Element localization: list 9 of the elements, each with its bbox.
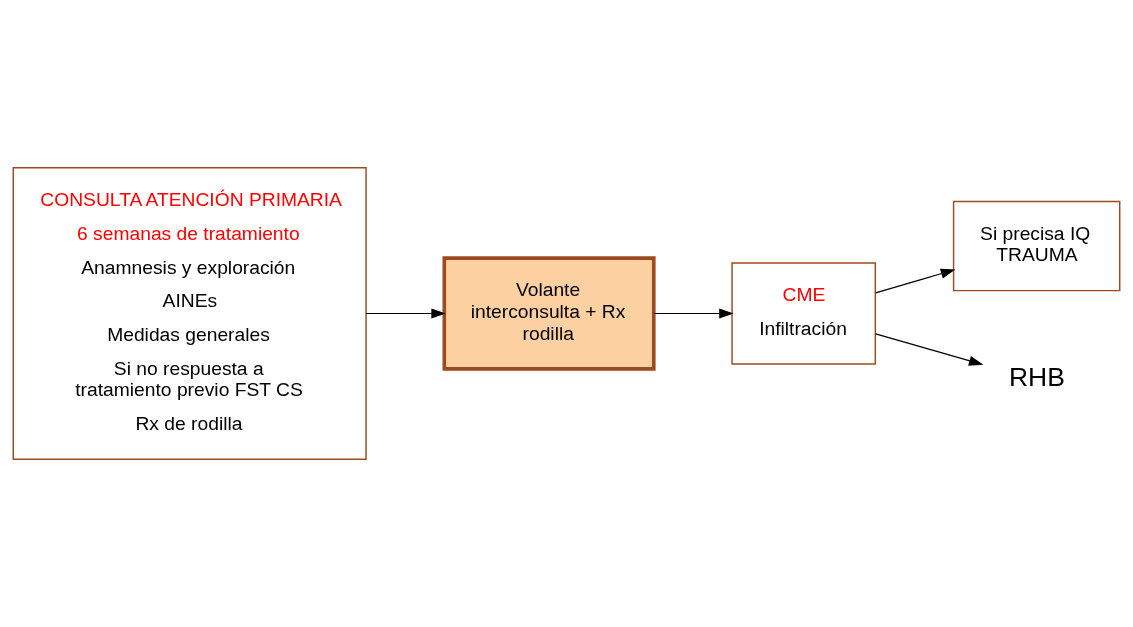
node-text: RHB (1008, 362, 1065, 393)
node-box: Si precisa IQ TRAUMA (952, 200, 1121, 292)
arrow (875, 333, 984, 366)
arrow (653, 308, 734, 319)
node-box: Volante interconsulta + Rx rodilla (442, 256, 656, 371)
node-box: CME Infiltración (731, 262, 877, 365)
arrow (875, 268, 956, 294)
arrow (365, 308, 446, 319)
node-box: CONSULTA ATENCIÓN PRIMARIA 6 semanas de tratamiento Anamnesis y exploración AINEs Medidas generales Si no respuesta a tratamiento previo FST CS Rx de rodilla (12, 167, 367, 460)
